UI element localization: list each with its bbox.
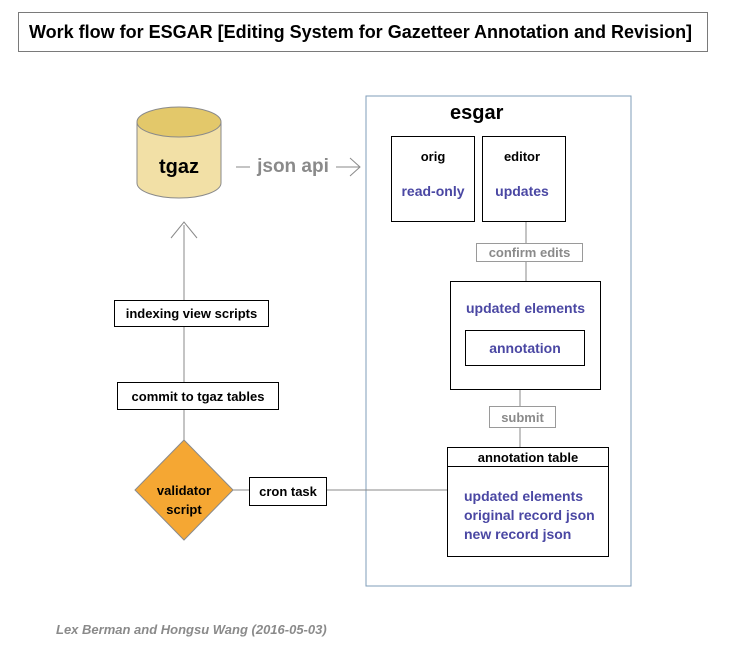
editor-label: editor bbox=[503, 149, 541, 164]
indexing-view-scripts-box: indexing view scripts bbox=[114, 300, 269, 327]
database-label: tgaz bbox=[159, 155, 199, 178]
annotation-row: original record json bbox=[464, 507, 595, 523]
annotation-row: new record json bbox=[464, 526, 572, 542]
orig-box: orig read-only bbox=[391, 136, 475, 222]
validator-diamond bbox=[134, 439, 234, 541]
commit-to-tgaz-box: commit to tgaz tables bbox=[117, 382, 279, 410]
cron-task-box: cron task bbox=[249, 477, 327, 506]
esgar-label: esgar bbox=[450, 102, 504, 124]
database-icon bbox=[136, 106, 222, 199]
orig-status: read-only bbox=[401, 183, 465, 199]
api-label: json api bbox=[257, 156, 329, 177]
editor-box: editor updates bbox=[482, 136, 566, 222]
annotation-table: annotation table updated elements origin… bbox=[447, 447, 609, 557]
validator-label-line: script bbox=[166, 502, 202, 517]
diagram-title: Work flow for ESGAR [Editing System for … bbox=[18, 12, 708, 52]
submit-label: submit bbox=[489, 406, 556, 428]
up-arrow-head bbox=[170, 221, 198, 239]
annotation-row: updated elements bbox=[464, 488, 584, 504]
credit-line: Lex Berman and Hongsu Wang (2016-05-03) bbox=[56, 622, 327, 637]
confirm-edits-label: confirm edits bbox=[476, 243, 583, 262]
validator-label-line: validator bbox=[156, 483, 212, 498]
validator-label: validator script bbox=[145, 481, 223, 519]
annotation-inner-box: annotation bbox=[465, 330, 585, 366]
api-arrow-head bbox=[349, 157, 361, 177]
editor-status: updates bbox=[495, 183, 549, 199]
orig-label: orig bbox=[420, 149, 446, 164]
annotation-table-header: annotation table bbox=[448, 448, 608, 467]
updated-elements-label: updated elements bbox=[465, 300, 586, 316]
updated-elements-box: updated elements annotation bbox=[450, 281, 601, 390]
